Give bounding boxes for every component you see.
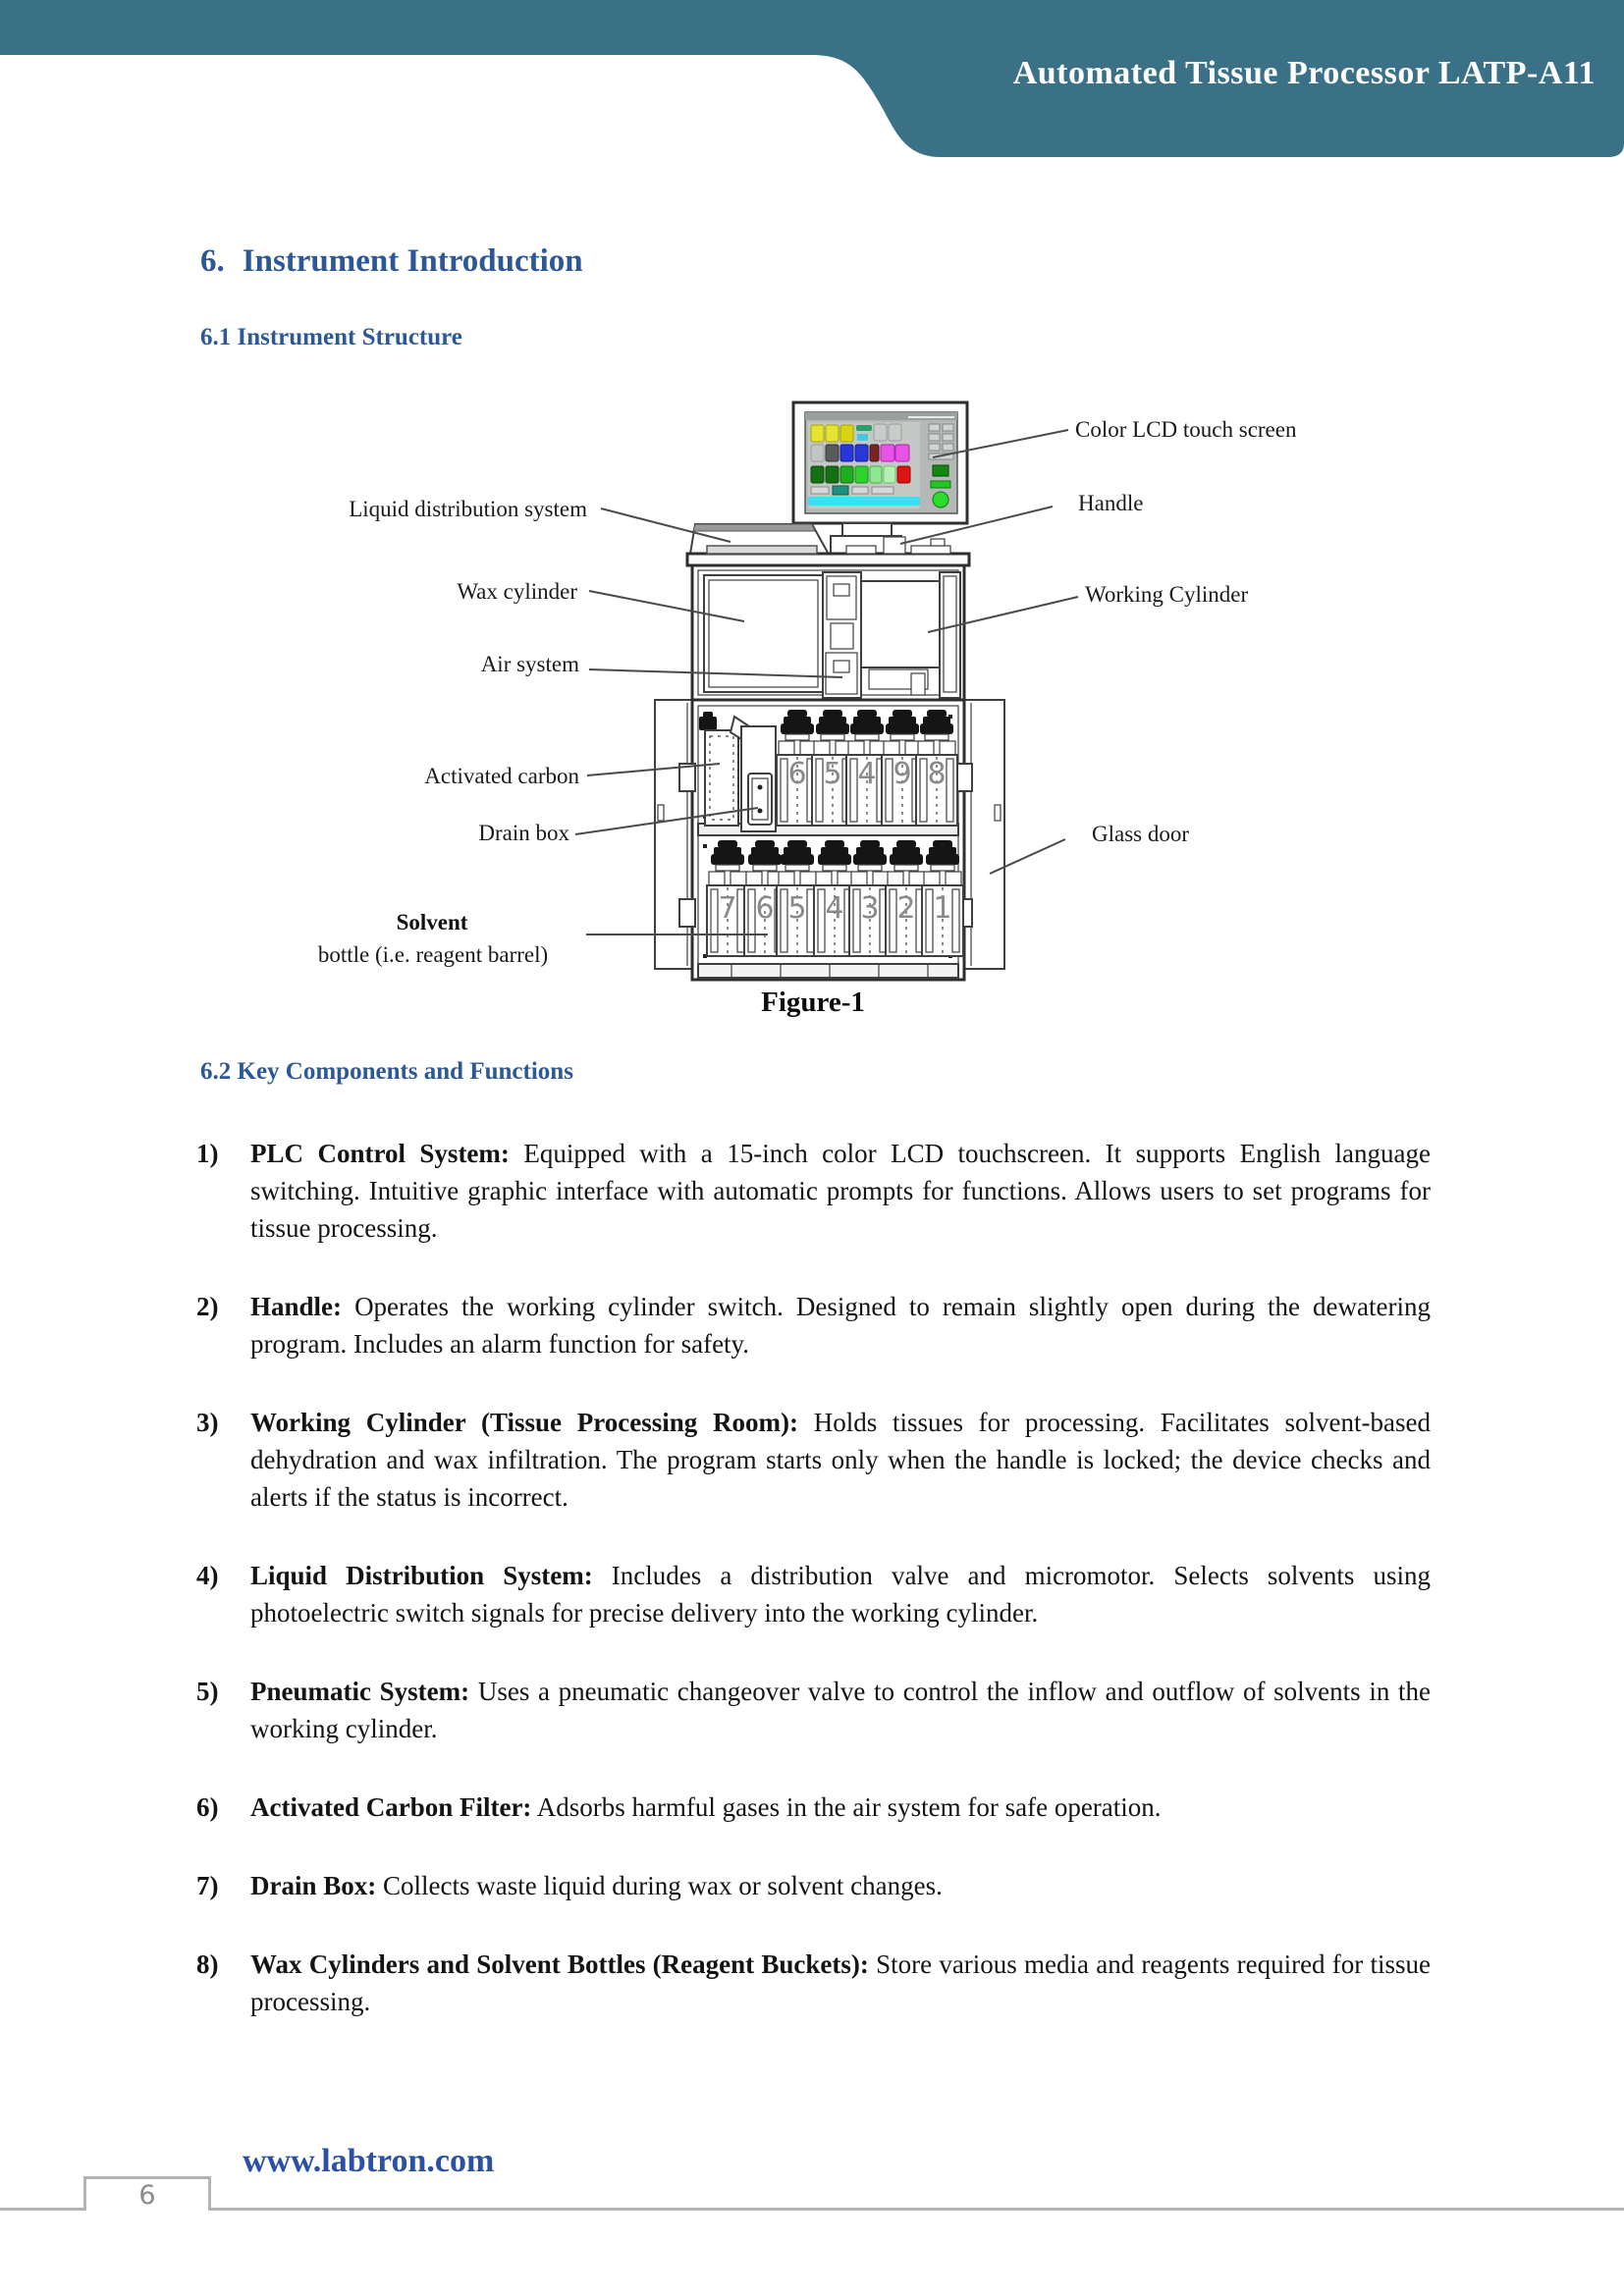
label-solvent-bottle: bottle (i.e. reagent barrel) <box>318 942 548 967</box>
item-text: Wax Cylinders and Solvent Bottles (Reage… <box>250 1949 1431 2016</box>
subsection-heading-6-1: 6.1 Instrument Structure <box>200 324 462 350</box>
section-heading-6: 6. Instrument Introduction <box>200 243 583 280</box>
label-air-system: Air system <box>481 652 579 676</box>
item-number: 1) <box>196 1139 219 1168</box>
bottle-number: 4 <box>825 891 843 926</box>
item-text: Working Cylinder (Tissue Processing Room… <box>250 1408 1432 1512</box>
label-handle: Handle <box>1078 491 1143 515</box>
bottle-number: 7 <box>718 891 736 926</box>
label-wax-cylinder: Wax cylinder <box>457 579 577 604</box>
page-number: 6 <box>138 2180 156 2211</box>
lcd-monitor <box>791 400 969 525</box>
list-item: 3) Working Cylinder (Tissue Processing R… <box>196 1404 1431 1516</box>
label-drain-box: Drain box <box>478 821 569 845</box>
bottle-number: 2 <box>896 891 915 926</box>
drain-box <box>740 725 777 832</box>
label-activated-carbon: Activated carbon <box>424 764 579 788</box>
section-number: 6. <box>200 243 225 279</box>
item-number: 7) <box>196 1871 219 1900</box>
bottle-number: 3 <box>860 891 879 926</box>
website-link[interactable]: www.labtron.com <box>243 2143 495 2179</box>
label-liquid-distribution-system: Liquid distribution system <box>349 497 587 521</box>
item-number: 2) <box>196 1292 219 1321</box>
bottle-number: 1 <box>933 891 951 926</box>
solvent-bottle-row-bottom: 7 6 5 4 3 2 1 <box>706 839 964 957</box>
item-number: 4) <box>196 1561 219 1590</box>
list-item: 8) Wax Cylinders and Solvent Bottles (Re… <box>196 1946 1431 2020</box>
figure-1-diagram: 6 5 4 9 8 7 6 5 4 3 2 1 <box>318 400 1297 1018</box>
list-item: 2) Handle: Operates the working cylinder… <box>196 1288 1431 1362</box>
solvent-bottle-row-top: 6 5 4 9 8 <box>776 709 958 827</box>
subsection-heading-6-2: 6.2 Key Components and Functions <box>200 1058 573 1085</box>
key-components-list: 1) PLC Control System: Equipped with a 1… <box>196 1135 1431 2061</box>
label-color-lcd-touch-screen: Color LCD touch screen <box>1075 417 1297 442</box>
item-text: Activated Carbon Filter: Adsorbs harmful… <box>250 1792 1162 1822</box>
item-text: Drain Box: Collects waste liquid during … <box>250 1871 943 1900</box>
figure-labels: Liquid distribution system Wax cylinder … <box>318 417 1297 967</box>
upper-cabinet <box>690 563 966 702</box>
bottle-number: 6 <box>755 891 774 926</box>
item-text: Liquid Distribution System: Includes a d… <box>250 1561 1431 1628</box>
bottle-number: 8 <box>927 757 946 791</box>
page-number-box: 6 <box>83 2176 211 2211</box>
list-item: 7) Drain Box: Collects waste liquid duri… <box>196 1867 1431 1904</box>
document-title: Automated Tissue Processor LATP-A11 <box>1012 55 1596 91</box>
figure-caption: Figure-1 <box>761 987 865 1018</box>
item-number: 5) <box>196 1677 219 1706</box>
bottle-number: 5 <box>823 757 841 791</box>
footer-rule-left <box>0 2208 83 2211</box>
label-working-cylinder: Working Cylinder <box>1085 582 1248 607</box>
label-solvent: Solvent <box>397 910 468 934</box>
bottle-number: 6 <box>787 757 806 791</box>
list-item: 6) Activated Carbon Filter: Adsorbs harm… <box>196 1789 1431 1826</box>
instrument-drawing: 6 5 4 9 8 7 6 5 4 3 2 1 <box>654 400 1005 982</box>
list-item: 1) PLC Control System: Equipped with a 1… <box>196 1135 1431 1247</box>
label-glass-door: Glass door <box>1092 822 1189 846</box>
list-item: 4) Liquid Distribution System: Includes … <box>196 1557 1431 1631</box>
item-number: 8) <box>196 1949 219 1979</box>
bottle-number: 5 <box>787 891 806 926</box>
item-text: Handle: Operates the working cylinder sw… <box>250 1292 1431 1359</box>
item-number: 3) <box>196 1408 219 1437</box>
footer-rule-right <box>211 2208 1624 2211</box>
section-title: Instrument Introduction <box>242 243 583 279</box>
banner-shape <box>0 0 1624 157</box>
bottle-number: 9 <box>893 757 911 791</box>
list-item: 5) Pneumatic System: Uses a pneumatic ch… <box>196 1673 1431 1747</box>
item-text: PLC Control System: Equipped with a 15-i… <box>250 1139 1432 1243</box>
leader-lines <box>574 429 1079 935</box>
bottle-number: 4 <box>857 757 876 791</box>
item-text: Pneumatic System: Uses a pneumatic chang… <box>250 1677 1432 1743</box>
activated-carbon-container <box>699 712 754 827</box>
item-number: 6) <box>196 1792 219 1822</box>
